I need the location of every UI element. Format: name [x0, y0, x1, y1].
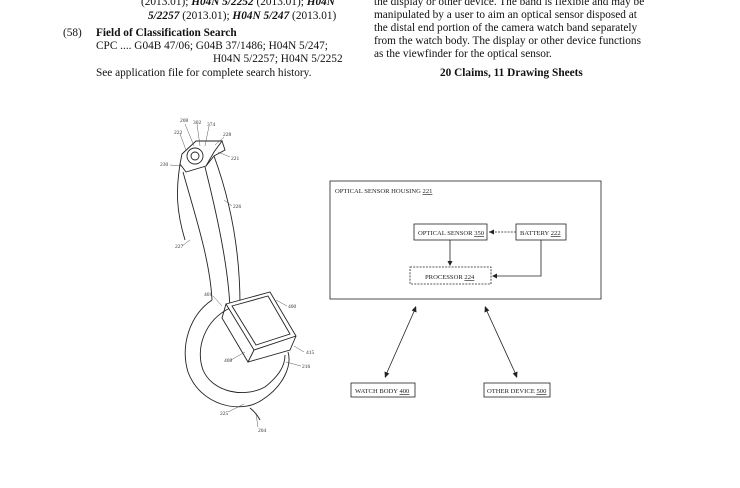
ref-numeral: 400: [288, 304, 297, 310]
processor-label: PROCESSOR 224: [425, 274, 475, 281]
battery-to-processor-line: [493, 240, 542, 277]
watch-drawing: [177, 140, 297, 421]
ref-numeral: 374: [207, 122, 216, 128]
abstract-line: from the watch body. The display or othe…: [374, 35, 641, 47]
optical-sensor-label: OPTICAL SENSOR 350: [418, 230, 485, 237]
ref-numeral: 222: [174, 130, 183, 136]
classification-code: H04N: [306, 0, 335, 8]
classification-date: (2013.01);: [141, 0, 192, 8]
ref-numeral: 401: [204, 292, 213, 298]
cpc-line-2: H04N 5/2257; H04N 5/2252: [213, 53, 343, 65]
ref-numeral: 221: [231, 156, 240, 162]
ref-numeral: 208: [180, 118, 189, 124]
ref-numeral: 227: [175, 244, 184, 250]
housing-watch-link: [384, 306, 417, 378]
housing-label: OPTICAL SENSOR HOUSING 221: [335, 188, 432, 195]
classification-code: H04N 5/247: [232, 10, 290, 22]
ref-numeral: 204: [258, 428, 267, 434]
housing-device-link: [484, 306, 518, 378]
classification-continuation-line-1: (2013.01); H04N 5/2252 (2013.01); H04N: [141, 0, 335, 9]
field-title: Field of Classification Search: [96, 27, 237, 39]
classification-continuation-line-2: 5/2257 (2013.01); H04N 5/247 (2013.01): [148, 10, 336, 23]
ref-numeral: 415: [306, 350, 315, 356]
ref-numeral: 230: [160, 162, 169, 168]
arrowheads: [384, 229, 518, 378]
abstract-line: manipulated by a user to aim an optical …: [374, 9, 637, 21]
battery-label: BATTERY 222: [520, 230, 561, 237]
classification-code: H04N 5/2252: [191, 0, 254, 8]
block-labels: OPTICAL SENSOR HOUSING 221 OPTICAL SENSO…: [335, 188, 561, 395]
reference-numerals: 208 302 374 222 228 221 230 226 227 401 …: [160, 118, 315, 434]
classification-date: (2013.01);: [253, 0, 307, 8]
other-device-box: [483, 382, 551, 398]
abstract-line: the distal end portion of the camera wat…: [374, 22, 638, 34]
cpc-line-1: CPC .... G04B 47/06; G04B 37/1486; H04N …: [96, 40, 328, 52]
watch-body-label: WATCH BODY 400: [355, 388, 410, 395]
ref-numeral: 226: [233, 204, 242, 210]
processor-box: [409, 266, 492, 285]
ref-numeral: 302: [193, 120, 202, 126]
ref-numeral: 408: [224, 358, 233, 364]
classification-date: (2013.01): [289, 10, 337, 22]
ref-numeral: 228: [223, 132, 232, 138]
optical-sensor-housing-box: [329, 180, 602, 300]
other-device-label: OTHER DEVICE 500: [487, 388, 547, 395]
block-diagram: [329, 180, 602, 398]
watch-body-box: [350, 382, 416, 398]
abstract-line: as the viewfinder for the optical sensor…: [374, 48, 552, 60]
classification-date: (2013.01);: [179, 10, 233, 22]
field-number: (58): [63, 27, 82, 39]
classification-code: 5/2257: [148, 10, 180, 22]
optical-sensor-box: [413, 223, 488, 241]
search-history-note: See application file for complete search…: [96, 67, 312, 79]
ref-numeral: 216: [302, 364, 311, 370]
abstract-line: the display or other device. The band is…: [374, 0, 645, 8]
ref-numeral: 225: [220, 411, 229, 417]
claims-summary: 20 Claims, 11 Drawing Sheets: [440, 67, 583, 79]
leader-lines: [169, 123, 305, 428]
